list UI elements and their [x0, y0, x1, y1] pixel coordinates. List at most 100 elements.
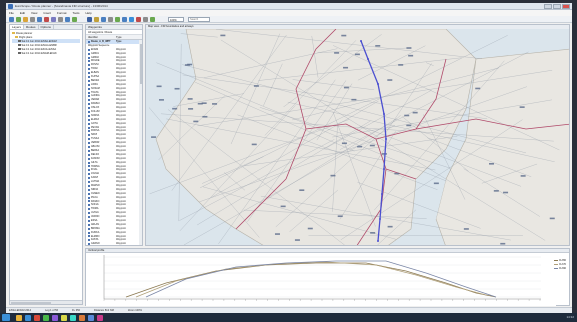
column-header-identifier[interactable]: Identifier [88, 36, 98, 39]
refresh-icon[interactable] [150, 17, 155, 22]
route-icon[interactable] [101, 17, 106, 22]
waypoint-label[interactable] [197, 102, 203, 105]
cut-icon[interactable] [37, 17, 42, 22]
waypoint-label[interactable] [394, 172, 400, 175]
profile-series[interactable] [145, 260, 497, 298]
waypoint-label[interactable] [398, 64, 404, 66]
taskbar-explorer-icon[interactable] [16, 314, 22, 321]
waypoint-label[interactable] [520, 175, 526, 177]
waypoint-label[interactable] [184, 64, 190, 66]
waypoint-label[interactable] [274, 233, 280, 235]
waypoint-label[interactable] [475, 87, 481, 90]
zoom-out-icon[interactable] [72, 17, 77, 22]
profile-chart[interactable] [86, 253, 556, 306]
route-waypoint[interactable] [360, 40, 362, 42]
waypoint-label[interactable] [519, 106, 525, 108]
taskbar-folder-icon[interactable] [61, 314, 67, 321]
maximize-button[interactable] [553, 4, 561, 9]
menu-tools[interactable]: Tools [72, 11, 80, 15]
redo-icon[interactable] [58, 17, 63, 22]
layer-icon[interactable] [115, 17, 120, 22]
minimize-button[interactable] [544, 4, 552, 9]
column-header-type[interactable]: Type [116, 36, 122, 39]
taskbar-chat-icon[interactable] [70, 314, 76, 321]
zoom-in-icon[interactable] [65, 17, 70, 22]
waypoint-label[interactable] [387, 79, 393, 81]
globe-icon[interactable] [129, 17, 134, 22]
waypoint-label[interactable] [202, 115, 208, 118]
waypoint-label[interactable] [463, 228, 469, 230]
tree-item[interactable]: Sat 13 Jun 2014 ENGM-EFHK [12, 51, 80, 55]
menu-edit[interactable]: Edit [19, 11, 26, 15]
layers-horizontal-scrollbar[interactable] [10, 300, 82, 305]
select-icon[interactable] [94, 17, 99, 22]
waypoint-label[interactable] [220, 34, 226, 37]
list-item[interactable]: Waypoint Sequence [86, 44, 142, 48]
waypoint-label[interactable] [370, 232, 376, 234]
waypoint-label[interactable] [172, 107, 178, 110]
checkbox-icon[interactable] [18, 43, 21, 47]
route-waypoint[interactable] [367, 58, 369, 60]
taskbar-browser-icon[interactable] [25, 314, 31, 321]
waypoint-label[interactable] [503, 191, 509, 194]
waypoint-label[interactable] [201, 102, 207, 104]
menu-insert[interactable]: Insert [43, 11, 51, 15]
waypoint-label[interactable] [489, 162, 495, 165]
waypoint-label[interactable] [412, 111, 418, 114]
delete-icon[interactable] [44, 17, 49, 22]
tree-item[interactable]: Sat 13 Jun 2014 ESGG-ENBR [12, 43, 80, 47]
waypoint-label[interactable] [406, 47, 412, 49]
start-button[interactable] [2, 314, 10, 321]
waypoint-label[interactable] [493, 190, 499, 192]
tree-folder[interactable]: Flight plans [12, 35, 80, 39]
menu-view[interactable]: View [31, 11, 38, 15]
map-canvas[interactable] [146, 29, 570, 246]
grid-icon[interactable] [122, 17, 127, 22]
taskbar-mail-icon[interactable] [88, 314, 94, 321]
route-waypoint[interactable] [377, 83, 379, 85]
waypoint-label[interactable] [500, 242, 506, 245]
stop-icon[interactable] [136, 17, 141, 22]
waypoint-label[interactable] [341, 142, 347, 145]
waypoint-label[interactable] [334, 52, 340, 54]
checkbox-icon[interactable] [18, 51, 21, 55]
waypoint-label[interactable] [253, 85, 259, 87]
new-file-icon[interactable] [9, 17, 14, 22]
waypoint-label[interactable] [343, 66, 349, 69]
route-waypoint[interactable] [383, 168, 385, 170]
waypoint-label[interactable] [408, 54, 414, 57]
taskbar-paint-icon[interactable] [79, 314, 85, 321]
waypoint-label[interactable] [343, 86, 349, 89]
open-icon[interactable] [16, 17, 21, 22]
tree-item[interactable]: Sat 13 Jun 2014 EKCH-ESSA [12, 47, 80, 51]
